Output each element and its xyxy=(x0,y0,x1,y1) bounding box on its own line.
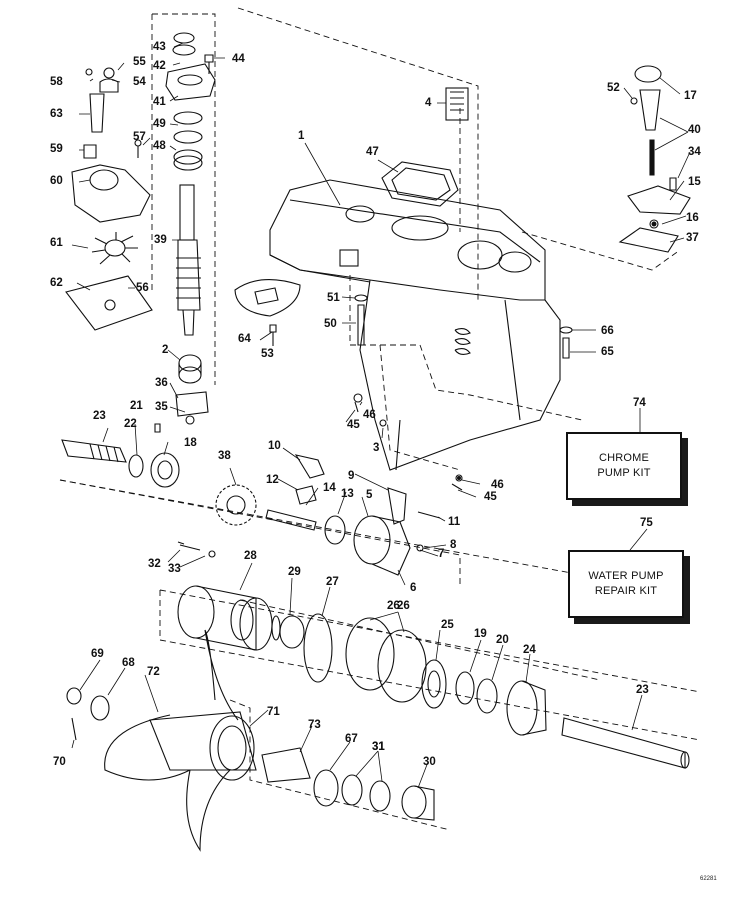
callout-63: 63 xyxy=(50,108,63,120)
bearing-housing xyxy=(177,585,273,651)
callout-10: 10 xyxy=(268,440,281,452)
callout-9: 9 xyxy=(348,470,355,482)
callout-23: 23 xyxy=(93,410,106,422)
callout-54: 54 xyxy=(133,76,146,88)
callout-28: 28 xyxy=(244,550,257,562)
callout-66: 66 xyxy=(601,325,614,337)
callout-12: 12 xyxy=(266,474,279,486)
callout-71: 71 xyxy=(267,706,280,718)
callout-33: 33 xyxy=(168,563,181,575)
callout-58: 58 xyxy=(50,76,63,88)
callout-16: 16 xyxy=(686,212,699,224)
callout-23-lower: 23 xyxy=(636,684,649,696)
propeller-shaft xyxy=(61,439,127,463)
callout-11: 11 xyxy=(448,516,461,528)
callout-46-lower: 46 xyxy=(491,479,504,491)
callout-7: 7 xyxy=(438,548,445,560)
gearcase-housing xyxy=(269,179,561,471)
callout-64: 64 xyxy=(238,333,251,345)
callout-15: 15 xyxy=(688,176,701,188)
callout-50: 50 xyxy=(324,318,337,330)
water-pump-repair-kit-box: WATER PUMP REPAIR KIT xyxy=(568,550,684,618)
callout-32: 32 xyxy=(148,558,161,570)
callout-48: 48 xyxy=(153,140,166,152)
callout-40: 40 xyxy=(688,124,701,136)
callout-22: 22 xyxy=(124,418,137,430)
callout-60: 60 xyxy=(50,175,63,187)
callout-6: 6 xyxy=(410,582,417,594)
callout-25: 25 xyxy=(441,619,454,631)
water-pump-repair-kit-label: WATER PUMP REPAIR KIT xyxy=(588,570,664,597)
callout-46: 46 xyxy=(363,409,376,421)
callout-19: 19 xyxy=(474,628,487,640)
chrome-pump-kit-label: CHROME PUMP KIT xyxy=(597,452,651,479)
callout-5: 5 xyxy=(366,489,373,501)
guide-lines xyxy=(59,7,701,831)
callout-21: 21 xyxy=(130,400,143,412)
callout-70: 70 xyxy=(53,756,66,768)
callout-45-lower: 45 xyxy=(484,491,497,503)
callout-56: 56 xyxy=(136,282,149,294)
callout-38: 38 xyxy=(218,450,231,462)
callout-24: 24 xyxy=(523,644,536,656)
callout-55: 55 xyxy=(133,56,146,68)
callout-26-second: 26 xyxy=(397,600,410,612)
callout-69: 69 xyxy=(91,648,104,660)
callout-26: 26 xyxy=(387,600,400,612)
callout-39: 39 xyxy=(154,234,167,246)
callout-57: 57 xyxy=(133,131,146,143)
callout-43: 43 xyxy=(153,41,166,53)
callout-68: 68 xyxy=(122,657,135,669)
callout-35: 35 xyxy=(155,401,168,413)
callout-45: 45 xyxy=(347,419,360,431)
callout-72: 72 xyxy=(147,666,160,678)
callout-44: 44 xyxy=(232,53,245,65)
callout-18: 18 xyxy=(184,437,197,449)
drawing-code: 62281 xyxy=(700,876,717,882)
callout-47: 47 xyxy=(366,146,379,158)
callout-62: 62 xyxy=(50,277,63,289)
callout-73: 73 xyxy=(308,719,321,731)
callout-42: 42 xyxy=(153,60,166,72)
callout-4: 4 xyxy=(425,97,432,109)
callout-31-second: 31 xyxy=(372,741,385,753)
callout-74: 74 xyxy=(633,397,646,409)
callout-75: 75 xyxy=(640,517,653,529)
callout-31: 31 xyxy=(372,741,385,753)
callout-17: 17 xyxy=(684,90,697,102)
callout-29: 29 xyxy=(288,566,301,578)
callout-52: 52 xyxy=(607,82,620,94)
impeller xyxy=(91,232,138,265)
callout-1: 1 xyxy=(298,130,305,142)
callout-2: 2 xyxy=(162,344,169,356)
callout-36: 36 xyxy=(155,377,168,389)
callout-37: 37 xyxy=(686,232,699,244)
callout-13: 13 xyxy=(341,488,354,500)
leader-lines xyxy=(71,42,691,789)
drive-shaft xyxy=(176,184,201,336)
callout-20: 20 xyxy=(496,634,509,646)
callout-8: 8 xyxy=(450,539,457,551)
callout-3: 3 xyxy=(373,442,380,454)
callout-49: 49 xyxy=(153,118,166,130)
callout-34: 34 xyxy=(688,146,701,158)
callout-65: 65 xyxy=(601,346,614,358)
callout-53: 53 xyxy=(261,348,274,360)
callout-61: 61 xyxy=(50,237,63,249)
chrome-pump-kit-box: CHROME PUMP KIT xyxy=(566,432,682,500)
callout-67: 67 xyxy=(345,733,358,745)
callout-14: 14 xyxy=(323,482,336,494)
callout-51: 51 xyxy=(327,292,340,304)
callout-30: 30 xyxy=(423,756,436,768)
callout-41: 41 xyxy=(153,96,166,108)
propeller xyxy=(104,629,257,852)
callout-59: 59 xyxy=(50,143,63,155)
callout-27: 27 xyxy=(326,576,339,588)
